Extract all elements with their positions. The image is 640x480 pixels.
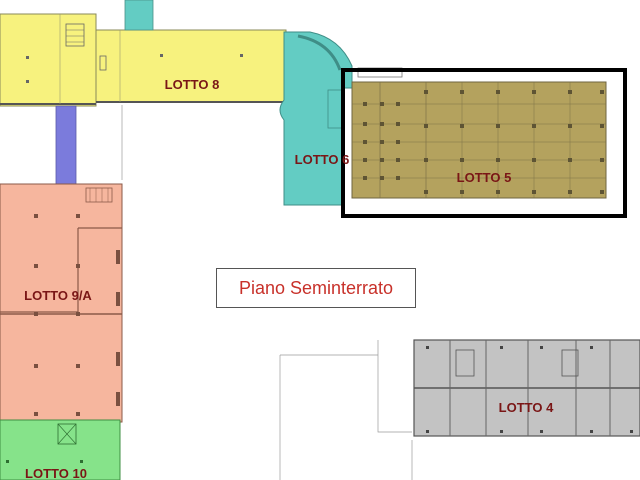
lotto-5-label: LOTTO 5: [457, 170, 512, 185]
lotto-10-area: [0, 419, 121, 480]
floor-title-box: Piano Seminterrato: [216, 268, 416, 308]
lotto-4-area: [413, 339, 640, 437]
stair-block: [124, 0, 154, 31]
lotto-5-highlight-frame: [341, 68, 627, 218]
lotto-9a-label: LOTTO 9/A: [24, 288, 92, 303]
lotto-8-label: LOTTO 8: [165, 77, 220, 92]
lotto-4-label: LOTTO 4: [499, 400, 554, 415]
lotto-10-label: LOTTO 10: [25, 466, 87, 480]
background-outlines: [121, 105, 413, 480]
lotto-8-area: [0, 13, 287, 107]
floor-title: Piano Seminterrato: [238, 277, 394, 298]
corridor-connector: [55, 105, 77, 185]
lotto-6-label: LOTTO 6: [295, 152, 350, 167]
lotto-9a-area: [0, 183, 123, 423]
lotto-5-area: [351, 81, 607, 199]
